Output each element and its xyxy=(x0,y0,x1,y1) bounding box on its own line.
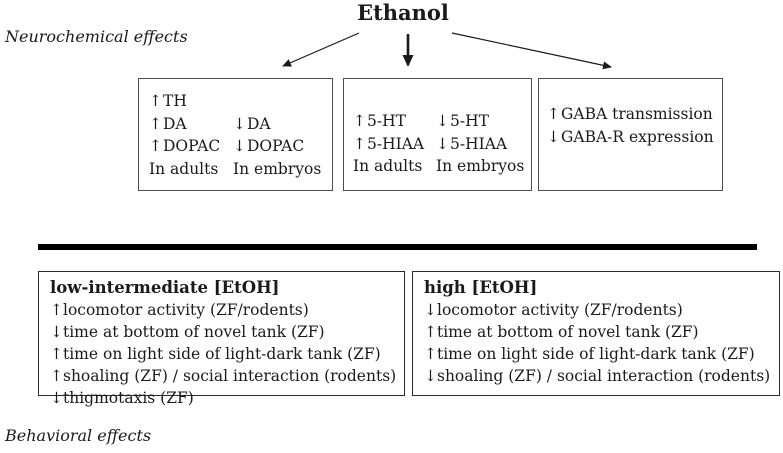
effect-label: DOPAC xyxy=(247,137,305,155)
behavior-item-label: time on light side of light-dark tank (Z… xyxy=(437,345,755,363)
box-caption: In adults xyxy=(353,157,423,175)
effect-row: ↑DOPAC xyxy=(149,135,233,158)
behavior-item: ↑time at bottom of novel tank (ZF) xyxy=(424,321,779,343)
behavior-item-label: shoaling (ZF) / social interaction (rode… xyxy=(63,367,397,385)
behavior-item: ↑time on light side of light-dark tank (… xyxy=(424,343,779,365)
adults-column: ↑TH ↑DA ↑DOPAC In adults xyxy=(149,90,233,180)
up-arrow-icon: ↑ xyxy=(424,345,437,363)
effect-label: GABA transmission xyxy=(561,105,713,123)
behavior-item: ↓time at bottom of novel tank (ZF) xyxy=(50,321,404,343)
arrow-to-dopamine-box xyxy=(282,32,360,67)
behavior-item: ↑shoaling (ZF) / social interaction (rod… xyxy=(50,365,404,387)
up-arrow-icon: ↑ xyxy=(353,134,366,153)
effect-label: GABA-R expression xyxy=(561,127,714,146)
behavior-item-label: locomotor activity (ZF/rodents) xyxy=(63,301,309,319)
up-arrow-icon: ↑ xyxy=(547,105,560,123)
dopamine-box: ↑TH ↑DA ↑DOPAC In adults ↓DA ↓DOPAC In e… xyxy=(138,78,333,191)
behavior-low-intermediate-box: low-intermediate [EtOH] ↑locomotor activ… xyxy=(38,271,405,407)
effect-label: 5-HIAA xyxy=(367,134,425,153)
section-divider-line xyxy=(38,244,757,250)
behavior-item-label: time at bottom of novel tank (ZF) xyxy=(437,323,699,341)
behavior-item-label: shoaling (ZF) / social interaction (rode… xyxy=(437,367,771,385)
behavior-item: ↓locomotor activity (ZF/rodents) xyxy=(424,299,779,321)
up-arrow-icon: ↑ xyxy=(50,301,63,319)
effect-row: ↓DA xyxy=(233,113,321,136)
up-arrow-icon: ↑ xyxy=(149,114,162,133)
behavior-high-header: high [EtOH] xyxy=(424,278,538,297)
effect-label: DOPAC xyxy=(163,137,221,155)
behavioral-effects-label: Behavioral effects xyxy=(5,426,152,445)
behavior-item: ↓shoaling (ZF) / social interaction (rod… xyxy=(424,365,779,387)
box-caption: In adults xyxy=(149,159,219,178)
effect-row: ↑DA xyxy=(149,113,233,136)
down-arrow-icon: ↓ xyxy=(436,134,449,153)
behavior-low-header: low-intermediate [EtOH] xyxy=(50,278,280,297)
behavior-item: ↑time on light side of light-dark tank (… xyxy=(50,343,404,365)
down-arrow-icon: ↓ xyxy=(233,114,246,133)
behavior-item: ↓thigmotaxis (ZF) xyxy=(50,387,404,409)
effect-row: ↓5-HIAA xyxy=(436,133,524,156)
down-arrow-icon: ↓ xyxy=(50,389,63,407)
effect-label: 5-HIAA xyxy=(450,134,508,153)
up-arrow-icon: ↑ xyxy=(149,137,162,155)
behavior-item-label: time on light side of light-dark tank (Z… xyxy=(63,345,381,363)
embryos-column: ↓DA ↓DOPAC In embryos xyxy=(233,113,321,181)
effect-label: TH xyxy=(163,92,187,110)
effect-row: ↑GABA transmission xyxy=(547,103,722,126)
effect-row: ↑5-HIAA xyxy=(353,133,436,156)
effect-row: ↓GABA-R expression xyxy=(547,126,722,149)
box-caption: In embryos xyxy=(233,159,322,178)
effect-row: ↓5-HT xyxy=(436,110,524,133)
arrow-to-gaba-box xyxy=(451,32,612,70)
effect-label: 5-HT xyxy=(367,112,406,130)
serotonin-box: ↑5-HT ↑5-HIAA In adults ↓5-HT ↓5-HIAA In… xyxy=(343,78,532,191)
embryos-column: ↓5-HT ↓5-HIAA In embryos xyxy=(436,110,524,178)
gaba-box: ↑GABA transmission ↓GABA-R expression xyxy=(538,78,723,191)
up-arrow-icon: ↑ xyxy=(149,92,162,110)
effect-label: DA xyxy=(247,114,271,133)
up-arrow-icon: ↑ xyxy=(50,367,63,385)
behavior-item: ↑locomotor activity (ZF/rodents) xyxy=(50,299,404,321)
up-arrow-icon: ↑ xyxy=(424,323,437,341)
box-caption: In embryos xyxy=(436,157,525,175)
behavior-item-label: thigmotaxis (ZF) xyxy=(63,389,194,407)
down-arrow-icon: ↓ xyxy=(424,367,437,385)
effect-row: ↑TH xyxy=(149,90,233,113)
down-arrow-icon: ↓ xyxy=(424,301,437,319)
adults-column: ↑5-HT ↑5-HIAA In adults xyxy=(353,110,436,178)
effect-label: DA xyxy=(163,114,187,133)
behavior-item-label: locomotor activity (ZF/rodents) xyxy=(437,301,683,319)
behavior-high-box: high [EtOH] ↓locomotor activity (ZF/rode… xyxy=(412,271,780,396)
neurochemical-effects-label: Neurochemical effects xyxy=(5,27,188,46)
up-arrow-icon: ↑ xyxy=(50,345,63,363)
down-arrow-icon: ↓ xyxy=(547,127,560,146)
down-arrow-icon: ↓ xyxy=(50,323,63,341)
behavior-item-label: time at bottom of novel tank (ZF) xyxy=(63,323,325,341)
diagram-title: Ethanol xyxy=(357,0,449,25)
down-arrow-icon: ↓ xyxy=(436,112,449,130)
down-arrow-icon: ↓ xyxy=(233,137,246,155)
up-arrow-icon: ↑ xyxy=(353,112,366,130)
effect-row: ↓DOPAC xyxy=(233,135,321,158)
effect-label: 5-HT xyxy=(450,112,489,130)
effect-row: ↑5-HT xyxy=(353,110,436,133)
